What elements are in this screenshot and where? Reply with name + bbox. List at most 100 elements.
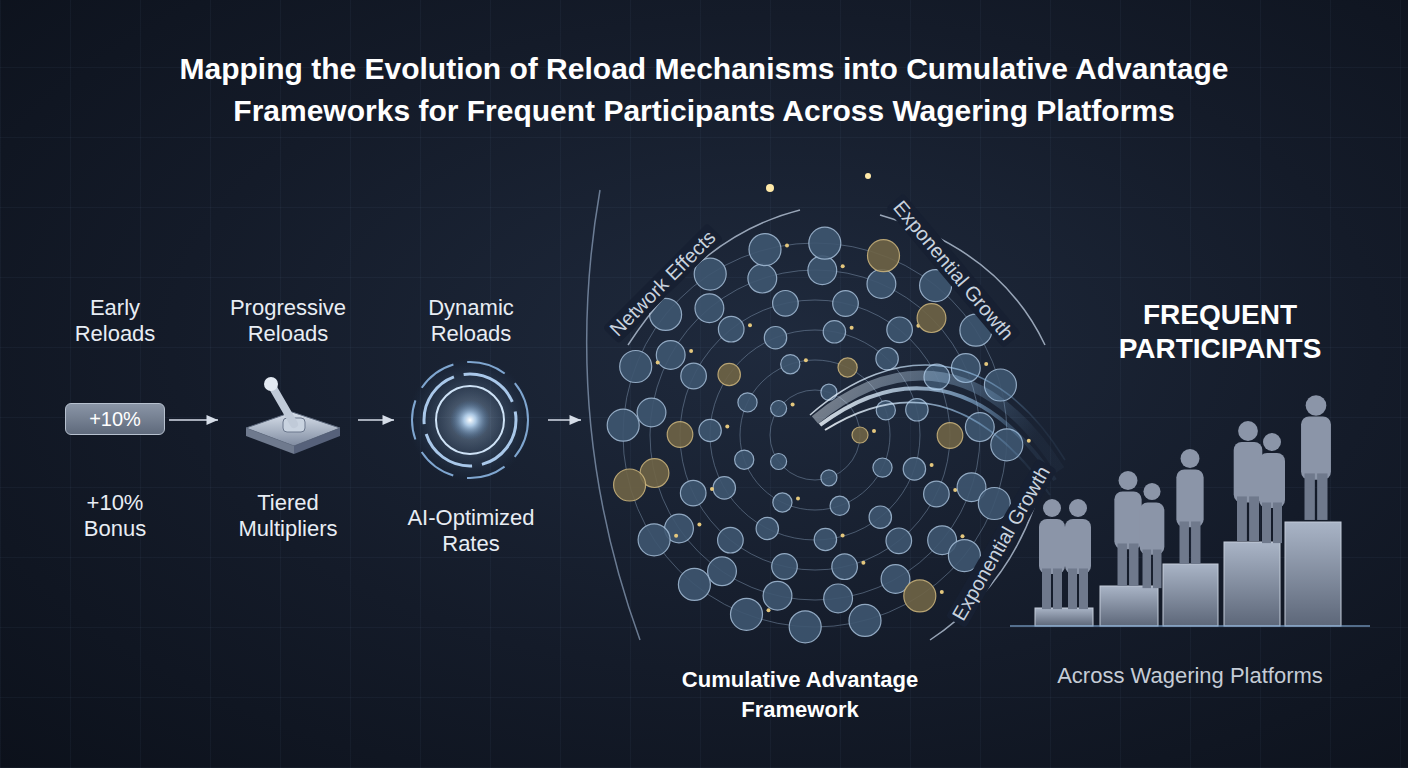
- point-token: [749, 234, 781, 266]
- point-token: [735, 450, 754, 469]
- spark-dot: [710, 487, 714, 491]
- point-token: [773, 493, 792, 512]
- point-token: [638, 524, 670, 556]
- flow-arrow: [358, 419, 394, 421]
- point-token: [771, 401, 787, 417]
- point-token: [656, 341, 685, 370]
- point-token: [637, 398, 666, 427]
- point-token: [681, 363, 707, 389]
- person-leg: [1118, 543, 1127, 586]
- lever-icon: [246, 377, 340, 454]
- point-token: [821, 384, 837, 400]
- point-token: [833, 291, 859, 317]
- spark-dot: [796, 497, 800, 501]
- spark-dot: [930, 463, 934, 467]
- person-body: [1176, 470, 1203, 528]
- flow-arrow: [169, 419, 218, 421]
- person-body: [1114, 492, 1141, 550]
- point-token: [680, 480, 706, 506]
- point-token: [764, 327, 786, 349]
- person-head: [1263, 433, 1281, 451]
- spark-dot: [841, 534, 845, 538]
- node-heading: Early Reloads: [58, 295, 172, 347]
- spark-dot: [841, 264, 845, 268]
- point-token: [830, 496, 849, 515]
- spark-dot: [767, 608, 771, 612]
- person-head: [1306, 395, 1327, 416]
- spark-dot: [861, 561, 865, 565]
- point-token: [823, 321, 845, 343]
- point-token: [808, 256, 837, 285]
- point-token: [731, 598, 763, 630]
- spark-dot: [697, 523, 701, 527]
- person-head: [1238, 421, 1258, 441]
- point-token: [924, 481, 950, 507]
- spark-dot: [850, 326, 854, 330]
- person-head: [1043, 499, 1061, 517]
- point-token: [832, 554, 858, 580]
- spark-dot: [872, 429, 876, 433]
- person-leg: [1143, 550, 1152, 589]
- point-token: [667, 422, 693, 448]
- step: [1100, 586, 1158, 626]
- point-token: [821, 470, 837, 486]
- spark-dot: [725, 425, 729, 429]
- point-token: [771, 454, 787, 470]
- node-caption: Tiered Multipliers: [222, 490, 354, 542]
- point-token: [781, 355, 800, 374]
- node-caption: Across Wagering Platforms: [1020, 663, 1360, 689]
- person-head: [1181, 449, 1200, 468]
- point-token: [838, 358, 857, 377]
- point-token: [713, 477, 735, 499]
- point-token: [824, 584, 853, 613]
- spark-dot: [656, 361, 660, 365]
- spark-dot: [804, 358, 808, 362]
- person-body: [1234, 442, 1263, 503]
- spark-dot: [766, 184, 774, 192]
- spark-dot: [940, 590, 944, 594]
- stage-column: Dynamic ReloadsAI-Optimized Rates: [398, 295, 544, 540]
- person-leg: [1273, 503, 1282, 544]
- point-token: [695, 294, 724, 323]
- node-heading: Dynamic Reloads: [398, 295, 544, 347]
- point-token: [867, 270, 896, 299]
- point-token: [678, 568, 710, 600]
- framework-circle: Cumulative Advantage Framework: [585, 195, 1045, 720]
- flow-arrow: [548, 419, 581, 421]
- person-head: [1143, 483, 1160, 500]
- person-leg: [1305, 473, 1315, 520]
- ring: [623, 243, 1007, 627]
- ring: [650, 270, 980, 600]
- point-token: [903, 458, 925, 480]
- person-leg: [1068, 569, 1077, 610]
- stage-column: Early Reloads +10% Bonus +10%: [58, 295, 172, 540]
- point-token: [886, 528, 912, 554]
- spark-dot: [791, 403, 795, 407]
- person-leg: [1262, 503, 1271, 544]
- person-leg: [1053, 569, 1062, 610]
- bracket-arc: [587, 190, 640, 640]
- point-token: [937, 423, 963, 449]
- spark-dot: [689, 349, 693, 353]
- person-head: [1119, 471, 1138, 490]
- point-token: [614, 469, 646, 501]
- spark-dot: [984, 362, 988, 366]
- stage-column: Progressive ReloadsTiered Multipliers: [222, 295, 354, 540]
- point-token: [873, 458, 892, 477]
- point-token: [772, 554, 798, 580]
- bonus-box: +10%: [65, 403, 165, 435]
- person-leg: [1042, 569, 1051, 610]
- point-token: [868, 240, 900, 272]
- participants-group: FREQUENT PARTICIPANTSAcross Wagering Pla…: [1020, 290, 1380, 700]
- dynamic-icon: [408, 358, 532, 482]
- person-leg: [1191, 521, 1200, 564]
- node-caption: +10% Bonus: [68, 490, 162, 542]
- point-token: [773, 291, 799, 317]
- person-leg: [1129, 543, 1138, 586]
- node-heading: +10%: [89, 407, 141, 431]
- point-token: [814, 528, 836, 550]
- person-leg: [1153, 550, 1162, 589]
- point-token: [887, 317, 913, 343]
- spark-dot: [785, 244, 789, 248]
- person-body: [1259, 453, 1285, 508]
